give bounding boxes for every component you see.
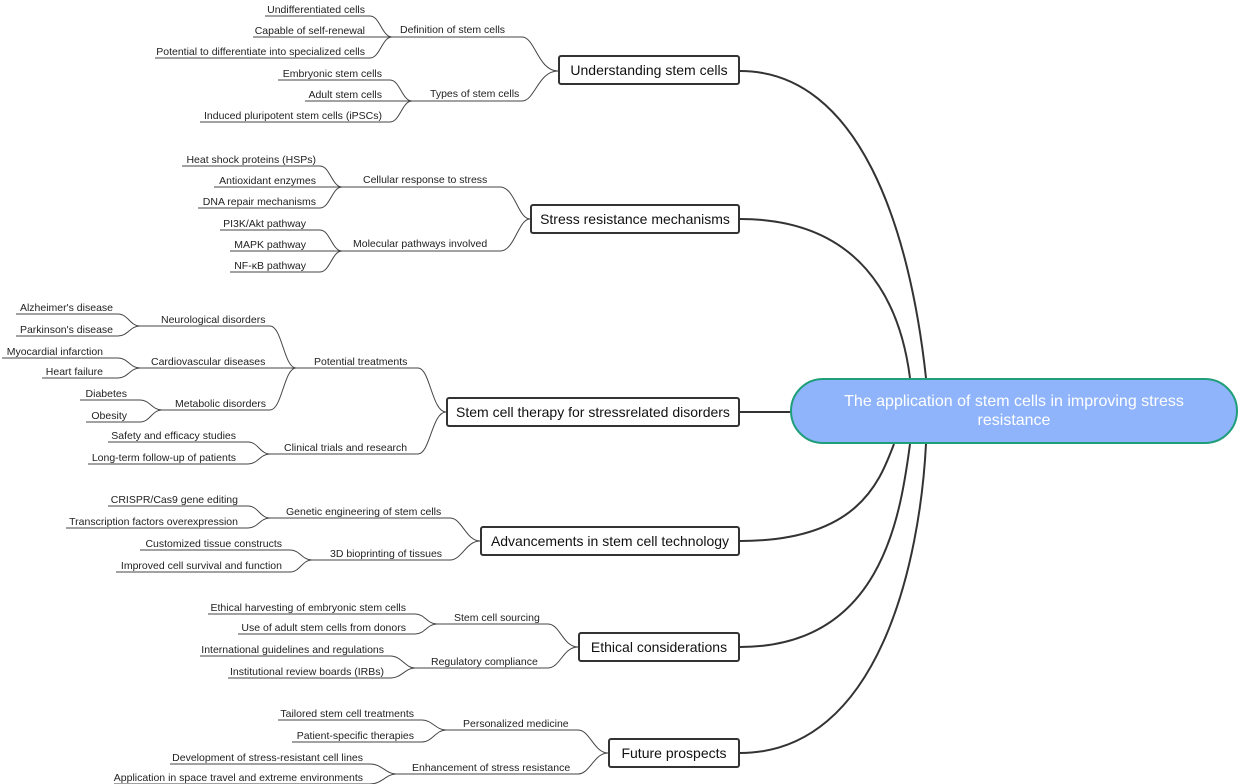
leaf-label[interactable]: Heart failure bbox=[45, 366, 103, 378]
branch-future-prospects[interactable]: Future prospects bbox=[608, 738, 740, 768]
leaf-label[interactable]: Heat shock proteins (HSPs) bbox=[186, 154, 316, 166]
group-label[interactable]: Enhancement of stress resistance bbox=[412, 762, 571, 774]
leaf-label[interactable]: Embryonic stem cells bbox=[282, 68, 382, 80]
group-label[interactable]: Stem cell sourcing bbox=[454, 612, 540, 624]
leaf-label[interactable]: Myocardial infarction bbox=[6, 346, 103, 358]
branch-label: Advancements in stem cell technology bbox=[490, 533, 730, 549]
group-label[interactable]: Regulatory compliance bbox=[431, 656, 538, 668]
leaf-label[interactable]: Induced pluripotent stem cells (iPSCs) bbox=[204, 110, 382, 122]
leaf-label[interactable]: Obesity bbox=[91, 410, 127, 422]
branch-label: Understanding stem cells bbox=[570, 62, 728, 78]
leaf-label[interactable]: Parkinson's disease bbox=[19, 324, 113, 336]
group-label[interactable]: Genetic engineering of stem cells bbox=[286, 506, 442, 518]
branch-stem-cell-therapy[interactable]: Stem cell therapy for stressrelated diso… bbox=[446, 397, 740, 427]
leaf-label[interactable]: Improved cell survival and function bbox=[120, 560, 282, 572]
leaf-label[interactable]: Application in space travel and extreme … bbox=[113, 772, 363, 784]
group-label[interactable]: Personalized medicine bbox=[463, 718, 569, 730]
leaf-label[interactable]: PI3K/Akt pathway bbox=[223, 218, 306, 230]
leaf-label[interactable]: Adult stem cells bbox=[308, 89, 382, 101]
subgroup-label[interactable]: Cardiovascular diseases bbox=[151, 356, 266, 368]
leaf-label[interactable]: NF-κB pathway bbox=[234, 260, 306, 272]
leaf-label[interactable]: Tailored stem cell treatments bbox=[280, 708, 414, 720]
leaf-label[interactable]: Potential to differentiate into speciali… bbox=[156, 46, 365, 58]
leaf-label[interactable]: Patient-specific therapies bbox=[296, 730, 414, 742]
branch-advancements[interactable]: Advancements in stem cell technology bbox=[480, 526, 740, 556]
branch-label: Stress resistance mechanisms bbox=[540, 211, 730, 227]
leaf-label[interactable]: Development of stress-resistant cell lin… bbox=[172, 752, 363, 764]
leaf-label[interactable]: International guidelines and regulations bbox=[201, 644, 384, 656]
group-label[interactable]: Potential treatments bbox=[314, 356, 408, 368]
leaf-label[interactable]: Transcription factors overexpression bbox=[69, 516, 238, 528]
leaf-label[interactable]: CRISPR/Cas9 gene editing bbox=[110, 494, 238, 506]
group-label[interactable]: Molecular pathways involved bbox=[353, 238, 488, 250]
leaf-label[interactable]: Use of adult stem cells from donors bbox=[241, 622, 406, 634]
root-topic[interactable]: The application of stem cells in improvi… bbox=[790, 378, 1238, 444]
group-label[interactable]: 3D bioprinting of tissues bbox=[330, 548, 443, 560]
leaf-label[interactable]: Diabetes bbox=[85, 388, 127, 400]
branch-label: Stem cell therapy for stressrelated diso… bbox=[456, 404, 730, 420]
group-label[interactable]: Clinical trials and research bbox=[284, 442, 408, 454]
root-topic-label: The application of stem cells in improvi… bbox=[844, 393, 1184, 429]
subgroup-label[interactable]: Neurological disorders bbox=[161, 314, 266, 326]
group-label[interactable]: Definition of stem cells bbox=[400, 24, 506, 36]
branch-stress-resistance-mechanisms[interactable]: Stress resistance mechanisms bbox=[530, 204, 740, 234]
branch-understanding-stem-cells[interactable]: Understanding stem cells bbox=[558, 55, 740, 85]
group-label[interactable]: Types of stem cells bbox=[430, 88, 520, 100]
leaf-label[interactable]: Undifferentiated cells bbox=[267, 4, 365, 16]
leaf-label[interactable]: Alzheimer's disease bbox=[19, 302, 113, 314]
branch-label: Future prospects bbox=[621, 745, 727, 761]
leaf-label[interactable]: Long-term follow-up of patients bbox=[91, 452, 236, 464]
group-label[interactable]: Cellular response to stress bbox=[363, 174, 488, 186]
branch-ethical-considerations[interactable]: Ethical considerations bbox=[578, 632, 740, 662]
leaf-label[interactable]: DNA repair mechanisms bbox=[202, 196, 316, 208]
leaf-label[interactable]: Antioxidant enzymes bbox=[219, 175, 316, 187]
leaf-label[interactable]: Capable of self-renewal bbox=[254, 25, 365, 37]
leaf-label[interactable]: Institutional review boards (IRBs) bbox=[229, 666, 384, 678]
branch-label: Ethical considerations bbox=[590, 639, 728, 655]
subgroup-label[interactable]: Metabolic disorders bbox=[175, 398, 267, 410]
leaf-label[interactable]: Customized tissue constructs bbox=[145, 538, 282, 550]
leaf-label[interactable]: Safety and efficacy studies bbox=[111, 430, 236, 442]
leaf-label[interactable]: MAPK pathway bbox=[234, 239, 306, 251]
leaf-label[interactable]: Ethical harvesting of embryonic stem cel… bbox=[210, 602, 407, 614]
